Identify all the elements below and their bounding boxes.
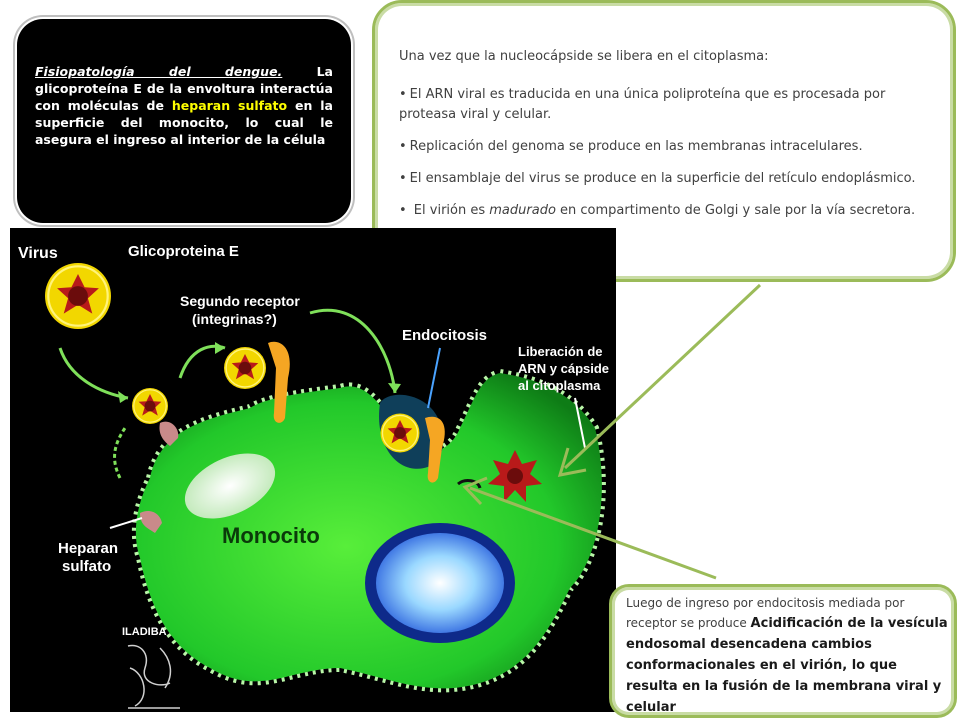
label-liberacion-1: Liberación de — [518, 344, 603, 359]
label-endocitosis: Endocitosis — [402, 327, 487, 344]
endocytosis-info-box: Luego de ingreso por endocitosis mediada… — [609, 584, 957, 718]
pointer-line — [427, 347, 441, 409]
bullet-text: El virión es — [409, 203, 490, 218]
flow-arrow-head — [215, 342, 225, 354]
replication-bullet-3: •El ensamblaje del virus se produce en l… — [399, 171, 916, 186]
integrin-receptor-1 — [268, 341, 290, 423]
bullet-text: Replicación del genoma se produce en las… — [409, 139, 863, 154]
flow-arrow — [58, 347, 129, 400]
virus-attached-1 — [131, 387, 169, 425]
endocytosis-text: Luego de ingreso por endocitosis mediada… — [626, 593, 948, 718]
endocytosis-text-plain: Luego de ingreso por endocitosis mediada… — [626, 596, 905, 630]
label-glicoproteina: Glicoproteina E — [128, 243, 239, 260]
heparan-molecule — [140, 511, 162, 533]
label-heparan-1: Heparan — [58, 540, 118, 557]
released-capsid-core — [507, 468, 523, 484]
replication-bullet-2: •Replicación del genoma se produce en la… — [399, 139, 863, 154]
replication-bullet-1: •El ARN viral es traducida en una única … — [399, 87, 886, 122]
integrin-receptor-2 — [425, 416, 445, 483]
label-logo: ILADIBA — [122, 626, 167, 638]
bullet-text: El ARN viral es traducida en una única p… — [399, 87, 886, 122]
bullet-italic: madurado — [489, 203, 556, 218]
pathophysiology-box: Fisiopatología del dengue. La glicoprote… — [17, 19, 351, 223]
label-segundo-receptor: Segundo receptor — [180, 293, 300, 309]
logo-mark — [127, 644, 180, 709]
replication-bullet-4: • El virión es madurado en compartimento… — [399, 203, 916, 218]
pathophysiology-text-part1: La glicoproteína E de la envoltura inter… — [35, 64, 333, 113]
replication-bullet-list: •El ARN viral es traducida en una única … — [399, 85, 939, 233]
flow-arrow-head — [388, 383, 401, 393]
virus-attached-2 — [223, 346, 267, 390]
bullet-text: en compartimento de Golgi y sale por la … — [555, 203, 916, 218]
heparan-highlight: heparan sulfato — [171, 98, 288, 113]
pathophysiology-text-part2: en la superficie del monocito, lo cual l… — [35, 98, 333, 147]
infection-diagram: Virus Glicoproteina E Segundo receptor (… — [18, 243, 609, 709]
pointer-line — [109, 517, 143, 529]
label-liberacion-3: al citoplasma — [518, 378, 601, 393]
label-monocito: Monocito — [222, 523, 320, 548]
pathophysiology-title: Fisiopatología del dengue. — [35, 64, 283, 79]
label-liberacion-2: ARN y cápside — [518, 361, 609, 376]
bullet-text: El ensamblaje del virus se produce en la… — [409, 171, 916, 186]
monocyte-cell — [135, 373, 602, 689]
replication-intro: Una vez que la nucleocápside se libera e… — [399, 49, 769, 64]
heparan-molecule — [159, 421, 179, 446]
flow-arrow — [309, 308, 397, 394]
endocytosis-text-strong: Acidificación de la vesícula endosomal d… — [626, 616, 948, 715]
virus-endocytosed — [379, 412, 421, 454]
replication-info-box: Una vez que la nucleocápside se libera e… — [372, 0, 956, 282]
dengue-infection-figure: Virus Glicoproteina E Segundo receptor (… — [10, 228, 616, 712]
nucleus — [376, 533, 504, 633]
flow-arrow-head — [118, 391, 128, 403]
pathophysiology-text: Fisiopatología del dengue. La glicoprote… — [35, 63, 333, 148]
label-heparan-2: sulfato — [62, 558, 111, 575]
label-virus: Virus — [18, 245, 58, 262]
flow-arrow — [113, 427, 127, 479]
virus-free — [43, 261, 113, 331]
label-integrinas: (integrinas?) — [192, 311, 277, 327]
vesicle — [184, 453, 276, 519]
